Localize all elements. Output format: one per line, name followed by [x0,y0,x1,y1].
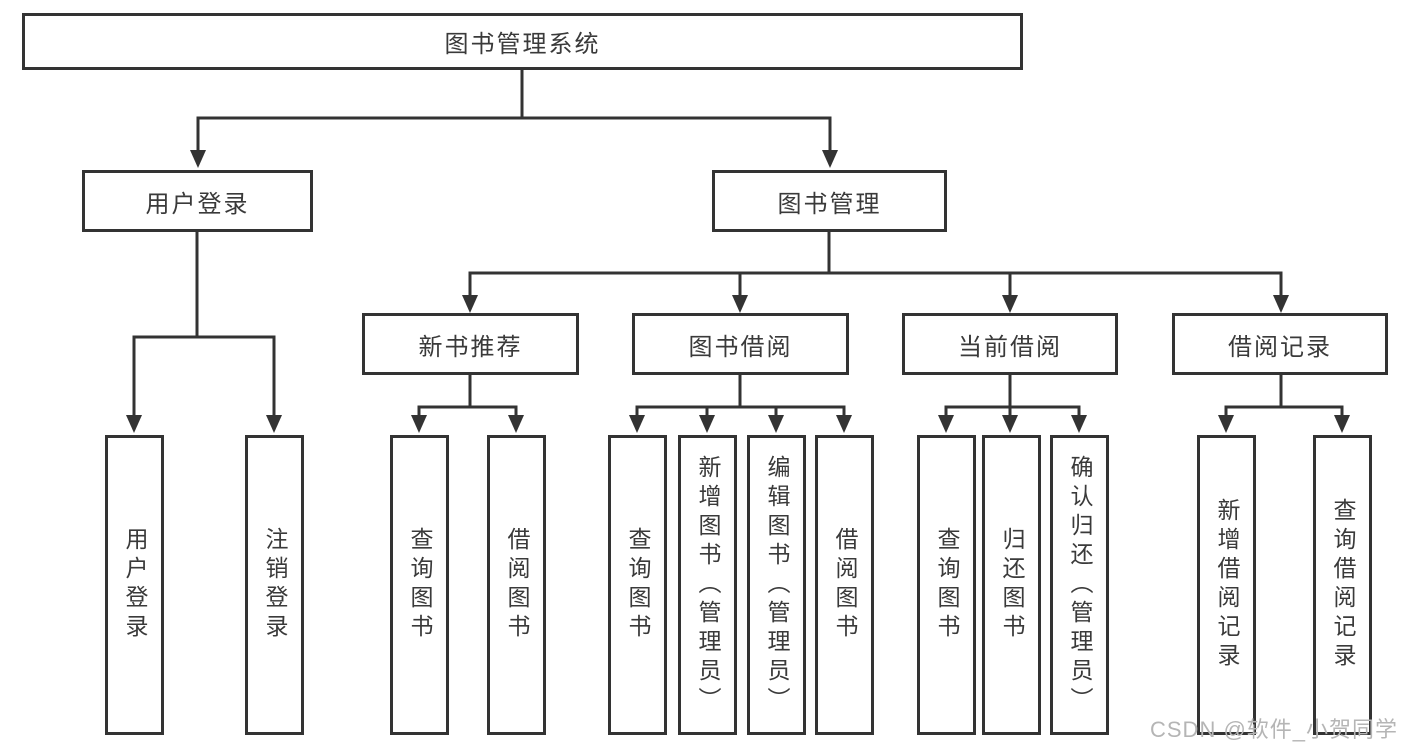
node-current-borrow: 当前借阅 [902,313,1118,375]
node-label: 图书借阅 [688,333,793,361]
leaf-query-books-current: 查询图书 [917,435,976,735]
node-label: 用户登录 [145,190,250,218]
node-borrow-records: 借阅记录 [1172,313,1388,375]
leaf-label: 确认归还（管理员） [1067,454,1093,716]
leaf-label: 查询图书 [407,527,433,643]
node-user-login: 用户登录 [82,170,313,232]
leaf-label: 借阅图书 [504,527,530,643]
leaf-add-book-admin: 新增图书（管理员） [678,435,737,735]
leaf-query-books-borrow: 查询图书 [608,435,667,735]
leaf-add-borrow-record: 新增借阅记录 [1197,435,1256,735]
csdn-watermark: CSDN @软件_小贺同学 [1150,717,1399,742]
leaf-confirm-return-admin: 确认归还（管理员） [1050,435,1109,735]
leaf-label: 归还图书 [999,527,1025,643]
node-label: 新书推荐 [418,333,523,361]
leaf-label: 借阅图书 [832,527,858,643]
leaf-borrow-books-recommend: 借阅图书 [487,435,546,735]
leaf-logout: 注销登录 [245,435,304,735]
leaf-label: 查询借阅记录 [1330,498,1356,672]
node-new-book-recommend: 新书推荐 [362,313,579,375]
leaf-label: 新增图书（管理员） [695,454,721,716]
node-label: 图书管理系统 [444,31,601,58]
node-label: 图书管理 [777,190,882,218]
leaf-query-borrow-record: 查询借阅记录 [1313,435,1372,735]
leaf-label: 用户登录 [122,527,148,643]
leaf-label: 查询图书 [934,527,960,643]
leaf-label: 注销登录 [262,527,288,643]
leaf-label: 新增借阅记录 [1214,498,1240,672]
node-book-management: 图书管理 [712,170,947,232]
leaf-edit-book-admin: 编辑图书（管理员） [747,435,806,735]
leaf-label: 编辑图书（管理员） [764,454,790,716]
node-label: 借阅记录 [1228,333,1332,361]
node-label: 当前借阅 [958,333,1062,361]
node-book-borrow: 图书借阅 [632,313,849,375]
leaf-user-login: 用户登录 [105,435,164,735]
leaf-borrow-books: 借阅图书 [815,435,874,735]
leaf-label: 查询图书 [625,527,651,643]
leaf-return-books: 归还图书 [982,435,1041,735]
node-library-management-system: 图书管理系统 [22,13,1023,70]
leaf-query-books-recommend: 查询图书 [390,435,449,735]
